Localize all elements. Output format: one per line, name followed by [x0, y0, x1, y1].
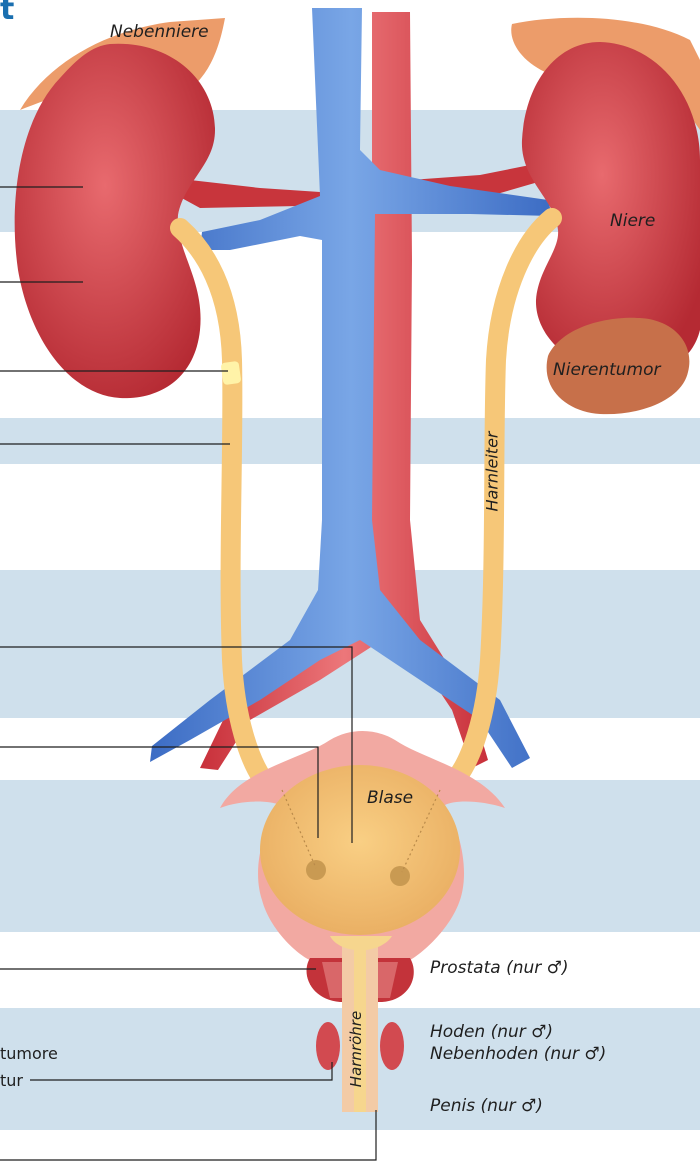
ureter-orifice-right: [390, 866, 410, 886]
ureter-orifice-left: [306, 860, 326, 880]
label-nebenhoden: Nebenhoden (nur ♂): [430, 1044, 606, 1064]
testis-right: [380, 1022, 404, 1070]
label-harnleiter: Harnleiter: [482, 432, 501, 512]
side-text-tur: tur: [0, 1071, 23, 1090]
label-niere: Niere: [610, 211, 655, 231]
label-penis: Penis (nur ♂): [430, 1096, 543, 1116]
label-harnroehre: Harnröhre: [347, 1011, 365, 1087]
bladder: [260, 765, 460, 935]
ureter-stone: [221, 361, 242, 385]
label-nebenniere: Nebenniere: [110, 22, 209, 42]
label-prostata: Prostata (nur ♂): [430, 958, 569, 978]
label-blase: Blase: [367, 788, 413, 808]
label-hoden: Hoden (nur ♂): [430, 1022, 553, 1042]
label-nierentumor: Nierentumor: [553, 360, 661, 380]
side-text-tumore: tumore: [0, 1044, 58, 1063]
testis-left: [316, 1022, 340, 1070]
